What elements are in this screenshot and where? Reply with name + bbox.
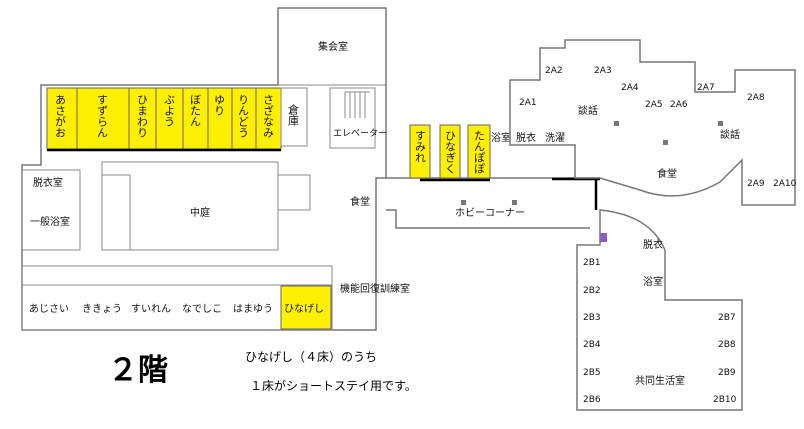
unit-2a1: 2A1 [519,98,537,108]
storage-label: 倉庫 [287,103,300,127]
unit-2a9: 2A9 [747,179,765,189]
common-living-label: 共同生活室 [635,374,685,387]
room-suzuran: すずらん [96,94,109,138]
dining-right-label: 食堂 [657,167,677,180]
courtyard-label: 中庭 [190,206,210,219]
courtyard-outline [101,161,311,251]
bath-right-label: 浴室 [643,275,663,288]
unit-2b4: 2B4 [583,340,601,350]
unit-2b8: 2B8 [718,340,736,350]
unit-2a3: 2A3 [594,66,612,76]
unit-2a5: 2A5 [645,100,663,110]
dressing-right-label: 脱衣 [643,238,663,251]
unit-2b5: 2B5 [583,368,601,378]
room-tanpopo: たんぽぽ [473,130,486,174]
bottom-row-rooms: あじさい ききょう すいれん なでしこ はまゆう ひなげし [21,265,333,331]
left-building-outline [21,7,387,331]
room-nadeshiko: なでしこ [182,303,222,315]
dressing-center-label: 脱衣 [516,131,536,144]
room-hinagiku: ひなぎく [444,130,457,174]
assembly-room-label: 集会室 [318,40,348,53]
room-sazanami: さざなみ [262,94,275,138]
unit-2b6: 2B6 [583,395,601,405]
unit-2b3: 2B3 [583,313,601,323]
unit-2b-outline [576,209,743,411]
lounge-1-label: 談話 [578,104,598,117]
unit-2a2: 2A2 [545,66,563,76]
dressing-room-left-label: 脱衣室 [33,176,63,189]
unit-2a8: 2A8 [747,93,765,103]
floor-label: ２階 [108,353,168,388]
room-himawari: ひまわり [136,94,149,138]
room-kikyou: ききょう [82,303,122,315]
room-buyou: ぶよう [163,94,176,127]
unit-2a6: 2A6 [670,100,688,110]
center-connector-outline [386,177,600,229]
hobby-corner-label: ホビーコーナー [455,207,525,219]
laundry-label: 洗濯 [545,132,565,144]
top-row-rooms: あさがお すずらん ひまわり ぶよう ぼたん ゆり りんどう さざなみ [46,87,282,152]
unit-2b7: 2B7 [718,313,736,323]
room-hamayuu: はまゆう [233,303,273,315]
unit-2b10: 2B10 [713,395,737,405]
room-rindou: りんどう [237,94,250,138]
elevator-label: エレベーター [333,128,387,139]
unit-2a-outline [509,39,796,206]
unit-2a7: 2A7 [697,83,715,93]
room-botan: ぼたん [189,94,202,127]
room-suiren: すいれん [131,303,171,315]
room-ajisai: あじさい [29,303,69,315]
unit-2a10: 2A10 [773,179,797,189]
rehab-room-label: 機能回復訓練室 [340,282,410,295]
room-sumire: すみれ [414,130,427,163]
unit-2b9: 2B9 [718,368,736,378]
note-line-1: ひなげし（４床）のうち [245,350,377,364]
note-line-2: １床がショートステイ用です。 [250,378,417,393]
general-bath-label: 一般浴室 [30,215,70,228]
lounge-2-label: 談話 [720,128,740,141]
dining-left-label: 食堂 [350,195,370,208]
unit-2b1: 2B1 [583,258,601,268]
restroom-icon [600,233,607,242]
room-asagao: あさがお [54,94,67,138]
bath-center-label: 浴室 [491,131,511,144]
room-hinageshi: ひなげし [284,303,324,315]
unit-2b2: 2B2 [583,286,601,296]
room-yuri: ゆり [213,94,226,116]
unit-2a4: 2A4 [621,83,639,93]
